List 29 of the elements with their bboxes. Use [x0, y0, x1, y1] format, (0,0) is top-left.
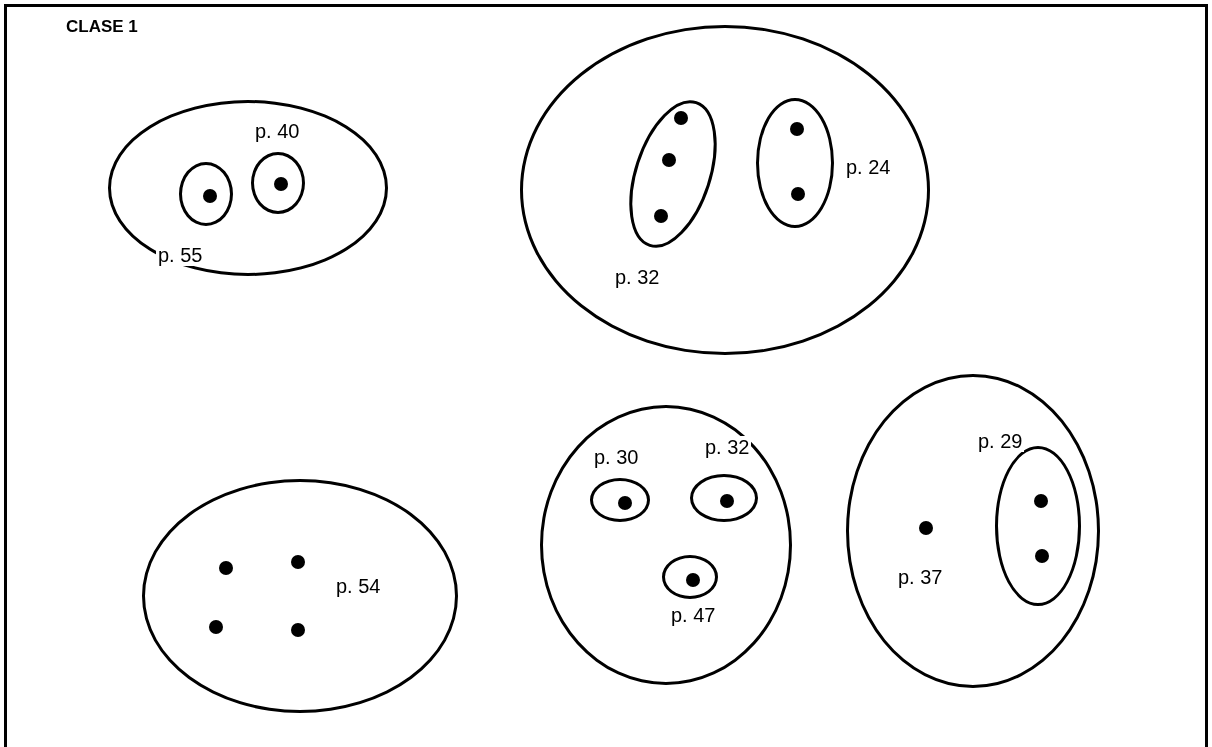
element-dot	[720, 494, 734, 508]
set-ellipse	[690, 474, 758, 522]
set-ellipse	[520, 25, 930, 355]
set-ellipse	[756, 98, 834, 228]
page-reference-label: p. 32	[703, 436, 752, 458]
element-dot	[618, 496, 632, 510]
frame	[4, 4, 1208, 747]
element-dot	[674, 111, 688, 125]
element-dot	[203, 189, 217, 203]
element-dot	[291, 555, 305, 569]
element-dot	[209, 620, 223, 634]
element-dot	[790, 122, 804, 136]
set-ellipse	[251, 152, 305, 214]
set-ellipse	[179, 162, 233, 226]
set-ellipse	[108, 100, 388, 276]
set-ellipse	[662, 555, 718, 599]
element-dot	[791, 187, 805, 201]
element-dot	[686, 573, 700, 587]
element-dot	[919, 521, 933, 535]
element-dot	[291, 623, 305, 637]
element-dot	[274, 177, 288, 191]
set-ellipse	[540, 405, 792, 685]
set-ellipse	[846, 374, 1100, 688]
set-ellipse	[590, 478, 650, 522]
element-dot	[1035, 549, 1049, 563]
element-dot	[662, 153, 676, 167]
element-dot	[219, 561, 233, 575]
element-dot	[654, 209, 668, 223]
element-dot	[1034, 494, 1048, 508]
